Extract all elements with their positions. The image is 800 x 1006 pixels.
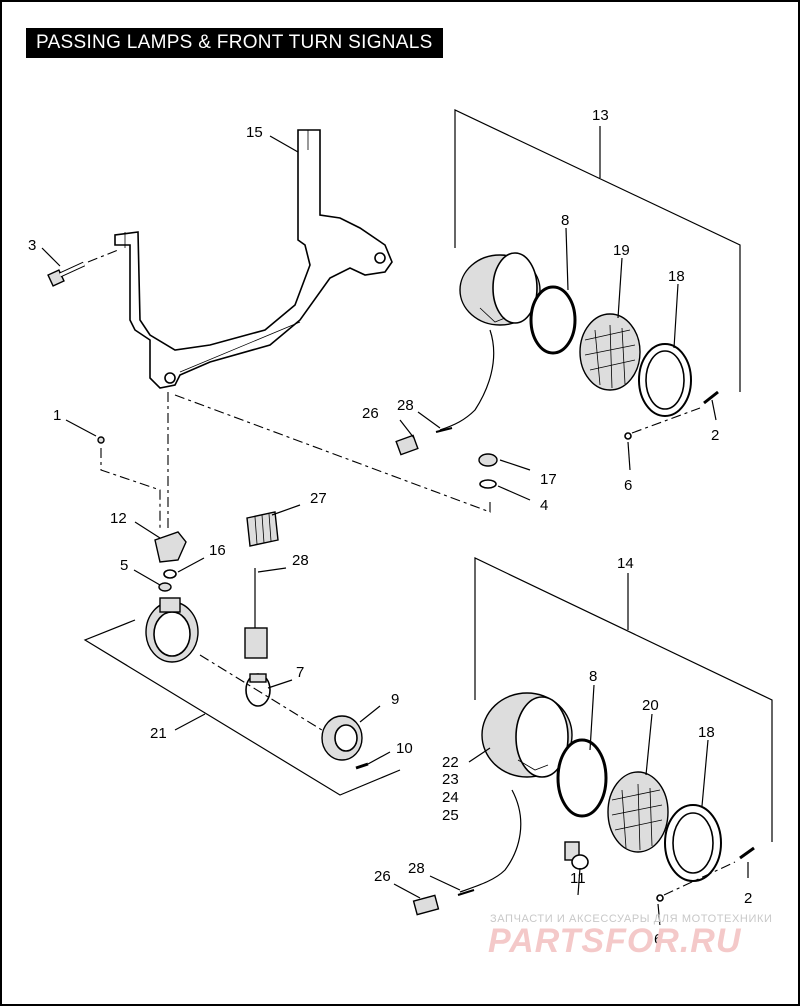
lens-20 <box>607 771 669 853</box>
callout-12: 12 <box>110 510 127 527</box>
watermark-caption: ЗАПЧАСТИ И АКСЕССУАРЫ ДЛЯ МОТОТЕХНИКИ <box>490 913 773 925</box>
callout-25: 25 <box>442 807 459 824</box>
callout-8-upper: 8 <box>561 212 569 229</box>
passing-lamp-housing <box>439 252 541 431</box>
callout-28-mid: 28 <box>292 552 309 569</box>
callout-1: 1 <box>53 407 61 424</box>
screw-1 <box>97 436 105 444</box>
callout-11: 11 <box>570 870 586 887</box>
callout-23: 23 <box>442 771 459 788</box>
callout-28-upper: 28 <box>397 397 414 414</box>
callout-26-upper: 26 <box>362 405 379 422</box>
callout-18-upper: 18 <box>668 268 685 285</box>
socket-wire-28 <box>244 568 268 659</box>
grommet-17 <box>478 453 498 467</box>
callout-18-lower: 18 <box>698 724 715 741</box>
turn-signal-housing <box>145 597 199 663</box>
clamp-12 <box>154 531 187 563</box>
bulb-11 <box>564 841 589 870</box>
callout-26-lower: 26 <box>374 868 391 885</box>
trim-ring-18-lower <box>664 804 722 882</box>
callout-9: 9 <box>391 691 399 708</box>
connector-26-lower <box>412 894 440 916</box>
bracket-group-21 <box>83 619 401 796</box>
lower-lamp-housing <box>459 692 573 893</box>
callout-8-lower: 8 <box>589 668 597 685</box>
connector-26-upper <box>395 434 419 456</box>
watermark-logo: PARTSFOR.RU <box>488 922 742 960</box>
screw-3 <box>47 261 86 287</box>
callout-14: 14 <box>617 555 634 572</box>
nut-6-upper <box>624 432 632 440</box>
leader-lines <box>41 135 749 926</box>
nut-6-lower <box>656 894 664 902</box>
trim-ring-18-upper <box>638 343 692 417</box>
callout-10: 10 <box>396 740 413 757</box>
terminal-27 <box>246 511 279 547</box>
pin-28-upper <box>435 427 453 433</box>
callout-13: 13 <box>592 107 609 124</box>
diagram-title: PASSING LAMPS & FRONT TURN SIGNALS <box>26 28 443 58</box>
callout-15: 15 <box>246 124 263 141</box>
callout-24: 24 <box>442 789 459 806</box>
callout-5: 5 <box>120 557 128 574</box>
callout-16: 16 <box>209 542 226 559</box>
callout-7: 7 <box>296 664 304 681</box>
callout-3: 3 <box>28 237 36 254</box>
callout-28-lower: 28 <box>408 860 425 877</box>
callout-20: 20 <box>642 697 659 714</box>
callout-6-upper: 6 <box>624 477 632 494</box>
callout-2-upper: 2 <box>711 427 719 444</box>
mounting-bracket <box>114 129 393 389</box>
lens-19 <box>579 313 641 391</box>
callout-4: 4 <box>540 497 548 514</box>
spacer-5 <box>158 582 172 592</box>
screw-2-lower <box>739 846 755 860</box>
lens-9 <box>321 715 363 761</box>
callout-6-lower: 6 <box>654 931 662 948</box>
callout-labels: 1 3 15 13 8 19 18 2 6 17 4 26 28 27 12 1… <box>28 107 752 948</box>
pin-28-lower <box>457 889 475 896</box>
callout-17: 17 <box>540 471 557 488</box>
gasket-8-lower <box>556 738 608 818</box>
callout-21: 21 <box>150 725 167 742</box>
callout-27: 27 <box>310 490 327 507</box>
gasket-8-upper <box>529 285 577 355</box>
bracket-group-13 <box>454 109 741 392</box>
bracket-group-14 <box>474 557 773 842</box>
bulb-7 <box>245 673 271 707</box>
washer-4 <box>479 479 497 489</box>
callout-22: 22 <box>442 754 459 771</box>
callout-2-lower: 2 <box>744 890 752 907</box>
screw-10 <box>355 762 369 770</box>
callout-19: 19 <box>613 242 630 259</box>
nut-16 <box>163 569 177 579</box>
screw-2-upper <box>703 390 719 405</box>
